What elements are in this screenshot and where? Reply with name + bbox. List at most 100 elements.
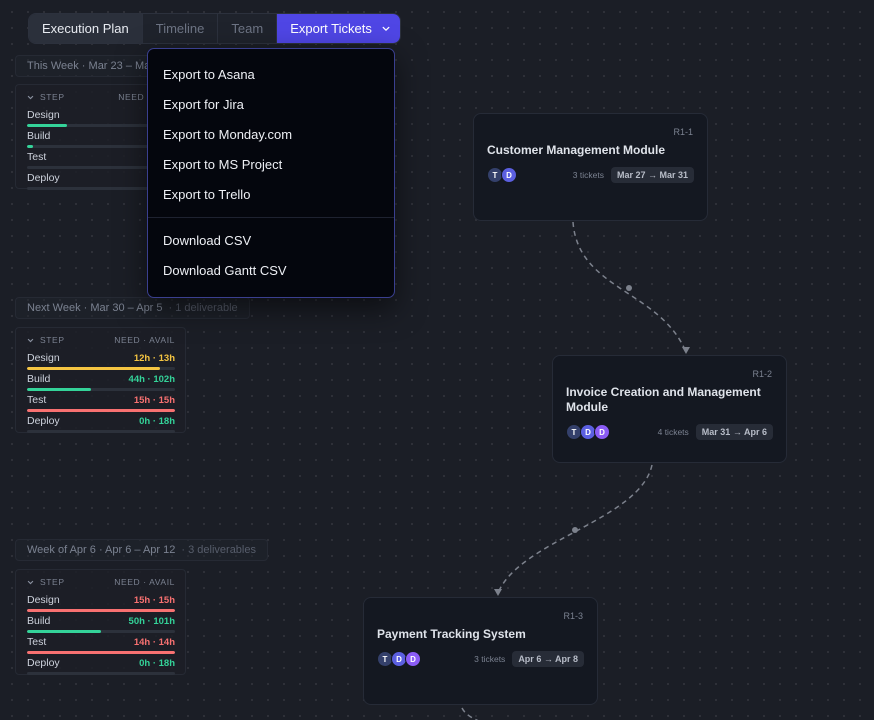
step-table: STEP NEED · AVAIL Design 12h · 13h Build… — [15, 327, 186, 433]
avatar: D — [405, 651, 421, 667]
assignee-avatars: T D D — [377, 651, 421, 667]
step-name: Build — [27, 130, 51, 142]
tab-label: Timeline — [155, 21, 205, 36]
progress-bar — [27, 651, 175, 654]
progress-bar — [27, 124, 179, 127]
week-header[interactable]: Week of Apr 6 · Apr 6 – Apr 12 · 3 deliv… — [15, 539, 268, 561]
column-header-need-avail: NEED · AVAIL — [114, 335, 175, 345]
step-row: Design 15h · 15h — [27, 594, 175, 615]
menu-item-export-asana[interactable]: Export to Asana — [163, 67, 255, 82]
menu-item-export-jira[interactable]: Export for Jira — [163, 97, 244, 112]
week-header[interactable]: Next Week · Mar 30 – Apr 5 · 1 deliverab… — [15, 297, 250, 319]
ticket-count: 3 tickets — [572, 170, 604, 180]
column-header-step: STEP — [40, 92, 65, 102]
date-range-badge: Apr 6 → Apr 8 — [512, 651, 584, 667]
progress-bar — [27, 388, 175, 391]
column-header-step: STEP — [40, 577, 65, 587]
node-meta: T D 3 tickets Mar 27 → Mar 31 — [487, 166, 694, 184]
tab-label: Execution Plan — [42, 21, 129, 36]
step-row: Build 50h · 101h — [27, 615, 175, 636]
progress-fill — [27, 145, 34, 148]
step-hours: 44h · 102h — [128, 374, 175, 385]
deliverable-node-r1-1[interactable]: R1-1 Customer Management Module T D 3 ti… — [473, 113, 708, 221]
step-table-header: STEP NEED · AVAIL — [27, 334, 175, 346]
progress-fill — [27, 367, 161, 370]
progress-fill — [27, 409, 175, 412]
progress-bar — [27, 430, 175, 433]
node-title: Customer Management Module — [487, 143, 666, 157]
menu-item-download-csv[interactable]: Download CSV — [163, 233, 252, 248]
tab-timeline[interactable]: Timeline — [143, 14, 219, 43]
ticket-count: 3 tickets — [474, 654, 506, 664]
avatar: D — [501, 167, 517, 183]
step-name: Design — [27, 109, 60, 121]
date-range-badge: Mar 27 → Mar 31 — [610, 167, 694, 183]
avatar: T — [377, 651, 393, 667]
node-meta: T D D 4 tickets Mar 31 → Apr 6 — [566, 423, 773, 441]
view-tabs: Execution Plan Timeline Team Export Tick… — [28, 13, 401, 44]
menu-item-download-gantt-csv[interactable]: Download Gantt CSV — [163, 263, 287, 278]
step-name: Test — [27, 394, 47, 406]
step-name: Design — [27, 352, 60, 364]
step-name: Deploy — [27, 172, 60, 184]
progress-fill — [27, 651, 175, 654]
progress-fill — [27, 609, 175, 612]
step-hours: 15h · 15h — [133, 595, 175, 606]
tab-execution-plan[interactable]: Execution Plan — [29, 14, 143, 43]
menu-item-export-trello[interactable]: Export to Trello — [163, 187, 251, 202]
step-name: Deploy — [27, 415, 60, 427]
node-id: R1-2 — [752, 369, 772, 379]
menu-item-export-monday[interactable]: Export to Monday.com — [163, 127, 293, 142]
progress-bar — [27, 367, 175, 370]
progress-bar — [27, 409, 175, 412]
export-menu: Export to Asana Export for Jira Export t… — [147, 48, 395, 298]
tab-team[interactable]: Team — [218, 14, 278, 43]
tab-label: Export Tickets — [290, 21, 372, 36]
assignee-avatars: T D D — [566, 424, 610, 440]
step-table: STEP NEED · AVAIL Design 15h · 15h Build… — [15, 569, 186, 675]
arrow-head-icon — [682, 347, 690, 354]
step-hours: 0h · 18h — [139, 658, 175, 669]
edge-r1-2-to-r1-3 — [497, 464, 653, 594]
arrow-head-icon — [494, 589, 502, 596]
ticket-count: 4 tickets — [657, 427, 689, 437]
step-hours: 14h · 14h — [133, 637, 175, 648]
step-row: Deploy 0h · 18h — [27, 415, 175, 436]
assignee-avatars: T D — [487, 167, 517, 183]
tab-label: Team — [231, 21, 264, 36]
step-row: Build 44h · 102h — [27, 373, 175, 394]
node-title: Payment Tracking System — [377, 627, 526, 641]
step-table-header: STEP NEED · AVAIL — [27, 576, 175, 588]
edge-r1-1-to-r1-2 — [572, 221, 687, 353]
week-deliverable-count: · 3 deliverables — [181, 544, 256, 556]
step-name: Design — [27, 594, 60, 606]
step-name: Test — [27, 636, 47, 648]
progress-bar — [27, 672, 175, 675]
week-title: Week of Apr 6 · Apr 6 – Apr 12 — [27, 544, 176, 556]
step-row: Test 14h · 14h — [27, 636, 175, 657]
deliverable-node-r1-2[interactable]: R1-2 Invoice Creation and Management Mod… — [552, 355, 787, 463]
week-title: This Week · Mar 23 – Ma — [27, 60, 151, 72]
deliverable-node-r1-3[interactable]: R1-3 Payment Tracking System T D D 3 tic… — [363, 597, 598, 705]
step-hours: 50h · 101h — [128, 616, 175, 627]
node-id: R1-1 — [673, 127, 693, 137]
chevron-down-icon — [382, 26, 390, 31]
progress-fill — [27, 388, 91, 391]
edge-midpoint-dot — [572, 527, 578, 533]
chevron-down-icon[interactable] — [27, 94, 34, 101]
menu-item-export-ms-project[interactable]: Export to MS Project — [163, 157, 283, 172]
edge-r1-3-out — [461, 707, 479, 720]
progress-bar — [27, 166, 179, 169]
chevron-down-icon[interactable] — [27, 579, 34, 586]
export-tickets-button[interactable]: Export Tickets — [277, 14, 400, 43]
chevron-down-icon[interactable] — [27, 337, 34, 344]
node-meta: T D D 3 tickets Apr 6 → Apr 8 — [377, 650, 584, 668]
progress-bar — [27, 609, 175, 612]
step-hours: 15h · 15h — [133, 395, 175, 406]
step-row: Test 15h · 15h — [27, 394, 175, 415]
avatar: D — [594, 424, 610, 440]
week-deliverable-count: · 1 deliverable — [168, 302, 238, 314]
edge-midpoint-dot — [626, 285, 632, 291]
menu-divider — [148, 217, 394, 218]
column-header-step: STEP — [40, 335, 65, 345]
